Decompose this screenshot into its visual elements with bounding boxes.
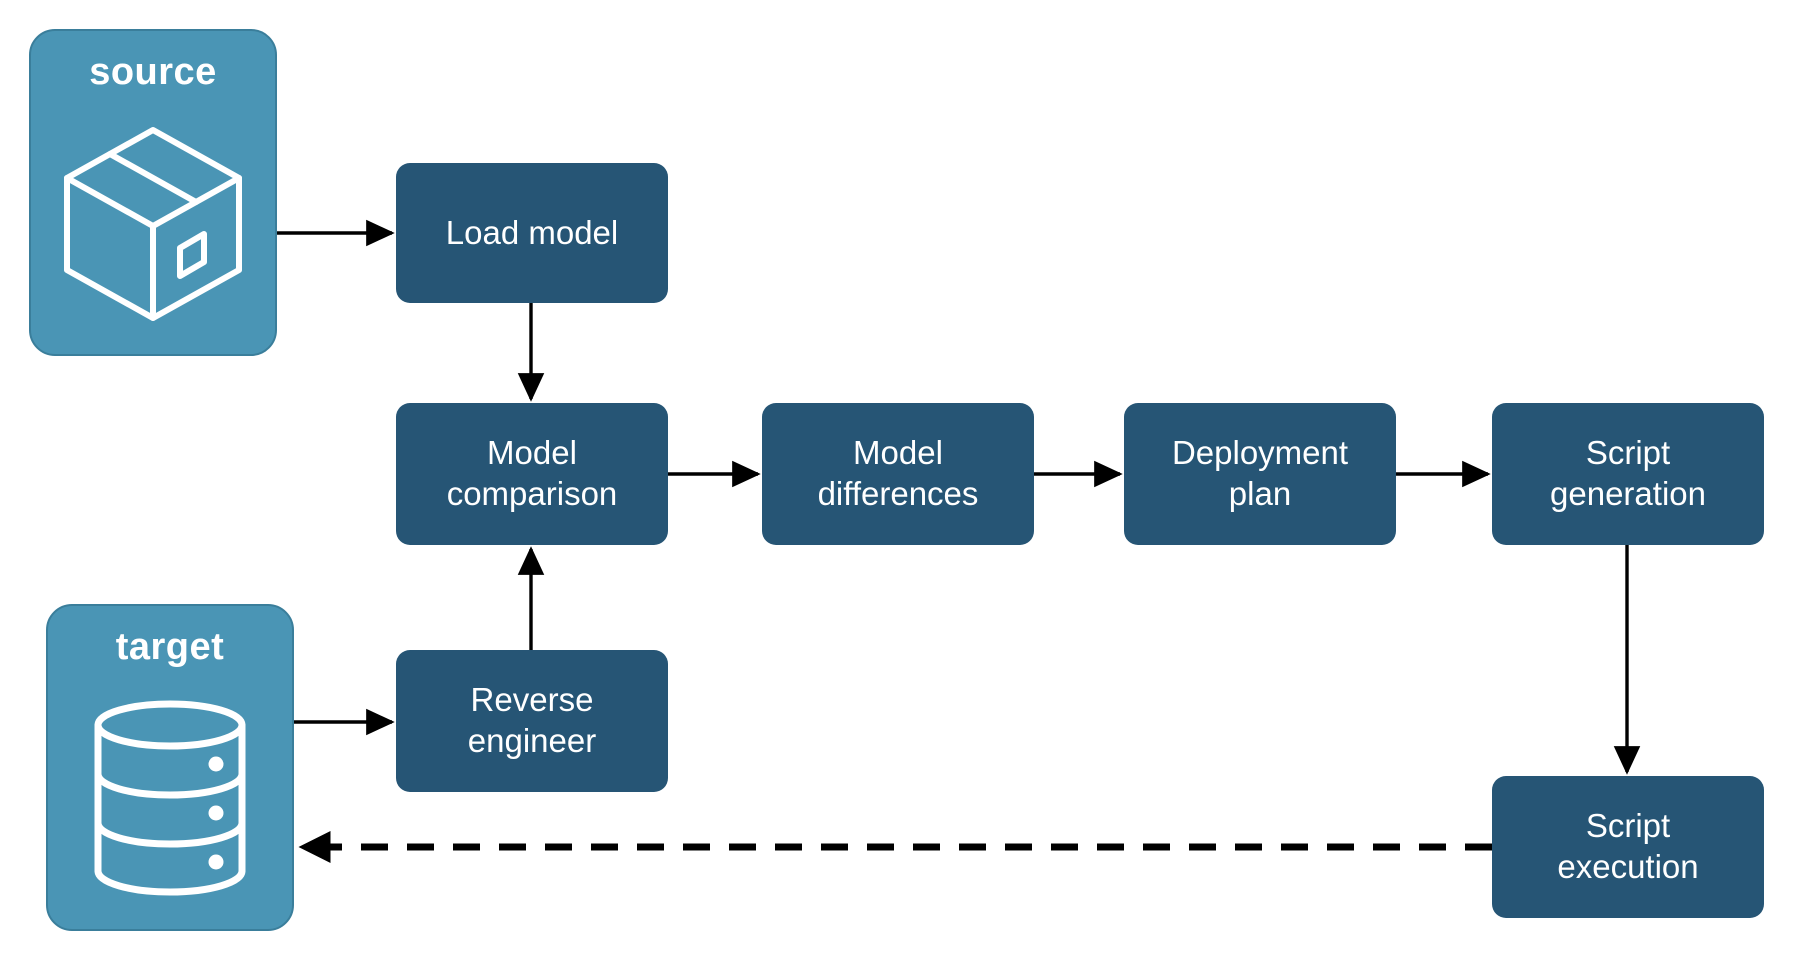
process-script-execution-line-1: Script (1585, 807, 1671, 845)
process-model-differences-line-2: differences (817, 475, 979, 512)
endpoint-source-label: source (89, 51, 217, 93)
process-script-execution-line-2: execution (1557, 848, 1699, 885)
process-script-execution[interactable]: Script execution (1492, 776, 1764, 918)
process-deployment-plan[interactable]: Deployment plan (1124, 403, 1396, 545)
package-box-icon (31, 91, 275, 354)
process-model-comparison-line-2: comparison (446, 475, 618, 512)
process-deployment-plan-line-1: Deployment (1171, 434, 1349, 472)
endpoint-target[interactable]: target (46, 604, 294, 931)
process-reverse-engineer-line-1: Reverse (470, 681, 594, 719)
database-cylinder-icon (48, 666, 292, 929)
process-model-differences[interactable]: Model differences (762, 403, 1034, 545)
process-model-comparison-line-1: Model (487, 434, 577, 472)
endpoint-source[interactable]: source (29, 29, 277, 356)
process-script-generation-line-2: generation (1550, 475, 1706, 512)
process-model-comparison[interactable]: Model comparison (396, 403, 668, 545)
process-model-differences-line-1: Model (853, 434, 943, 472)
process-reverse-engineer-line-2: engineer (467, 722, 597, 759)
endpoint-target-label: target (115, 626, 225, 668)
process-deployment-plan-line-2: plan (1228, 475, 1292, 512)
process-script-generation[interactable]: Script generation (1492, 403, 1764, 545)
process-load-model[interactable]: Load model (396, 163, 668, 303)
process-load-model-line-1: Load model (445, 213, 619, 251)
process-reverse-engineer[interactable]: Reverse engineer (396, 650, 668, 792)
process-script-generation-line-1: Script (1585, 434, 1671, 472)
